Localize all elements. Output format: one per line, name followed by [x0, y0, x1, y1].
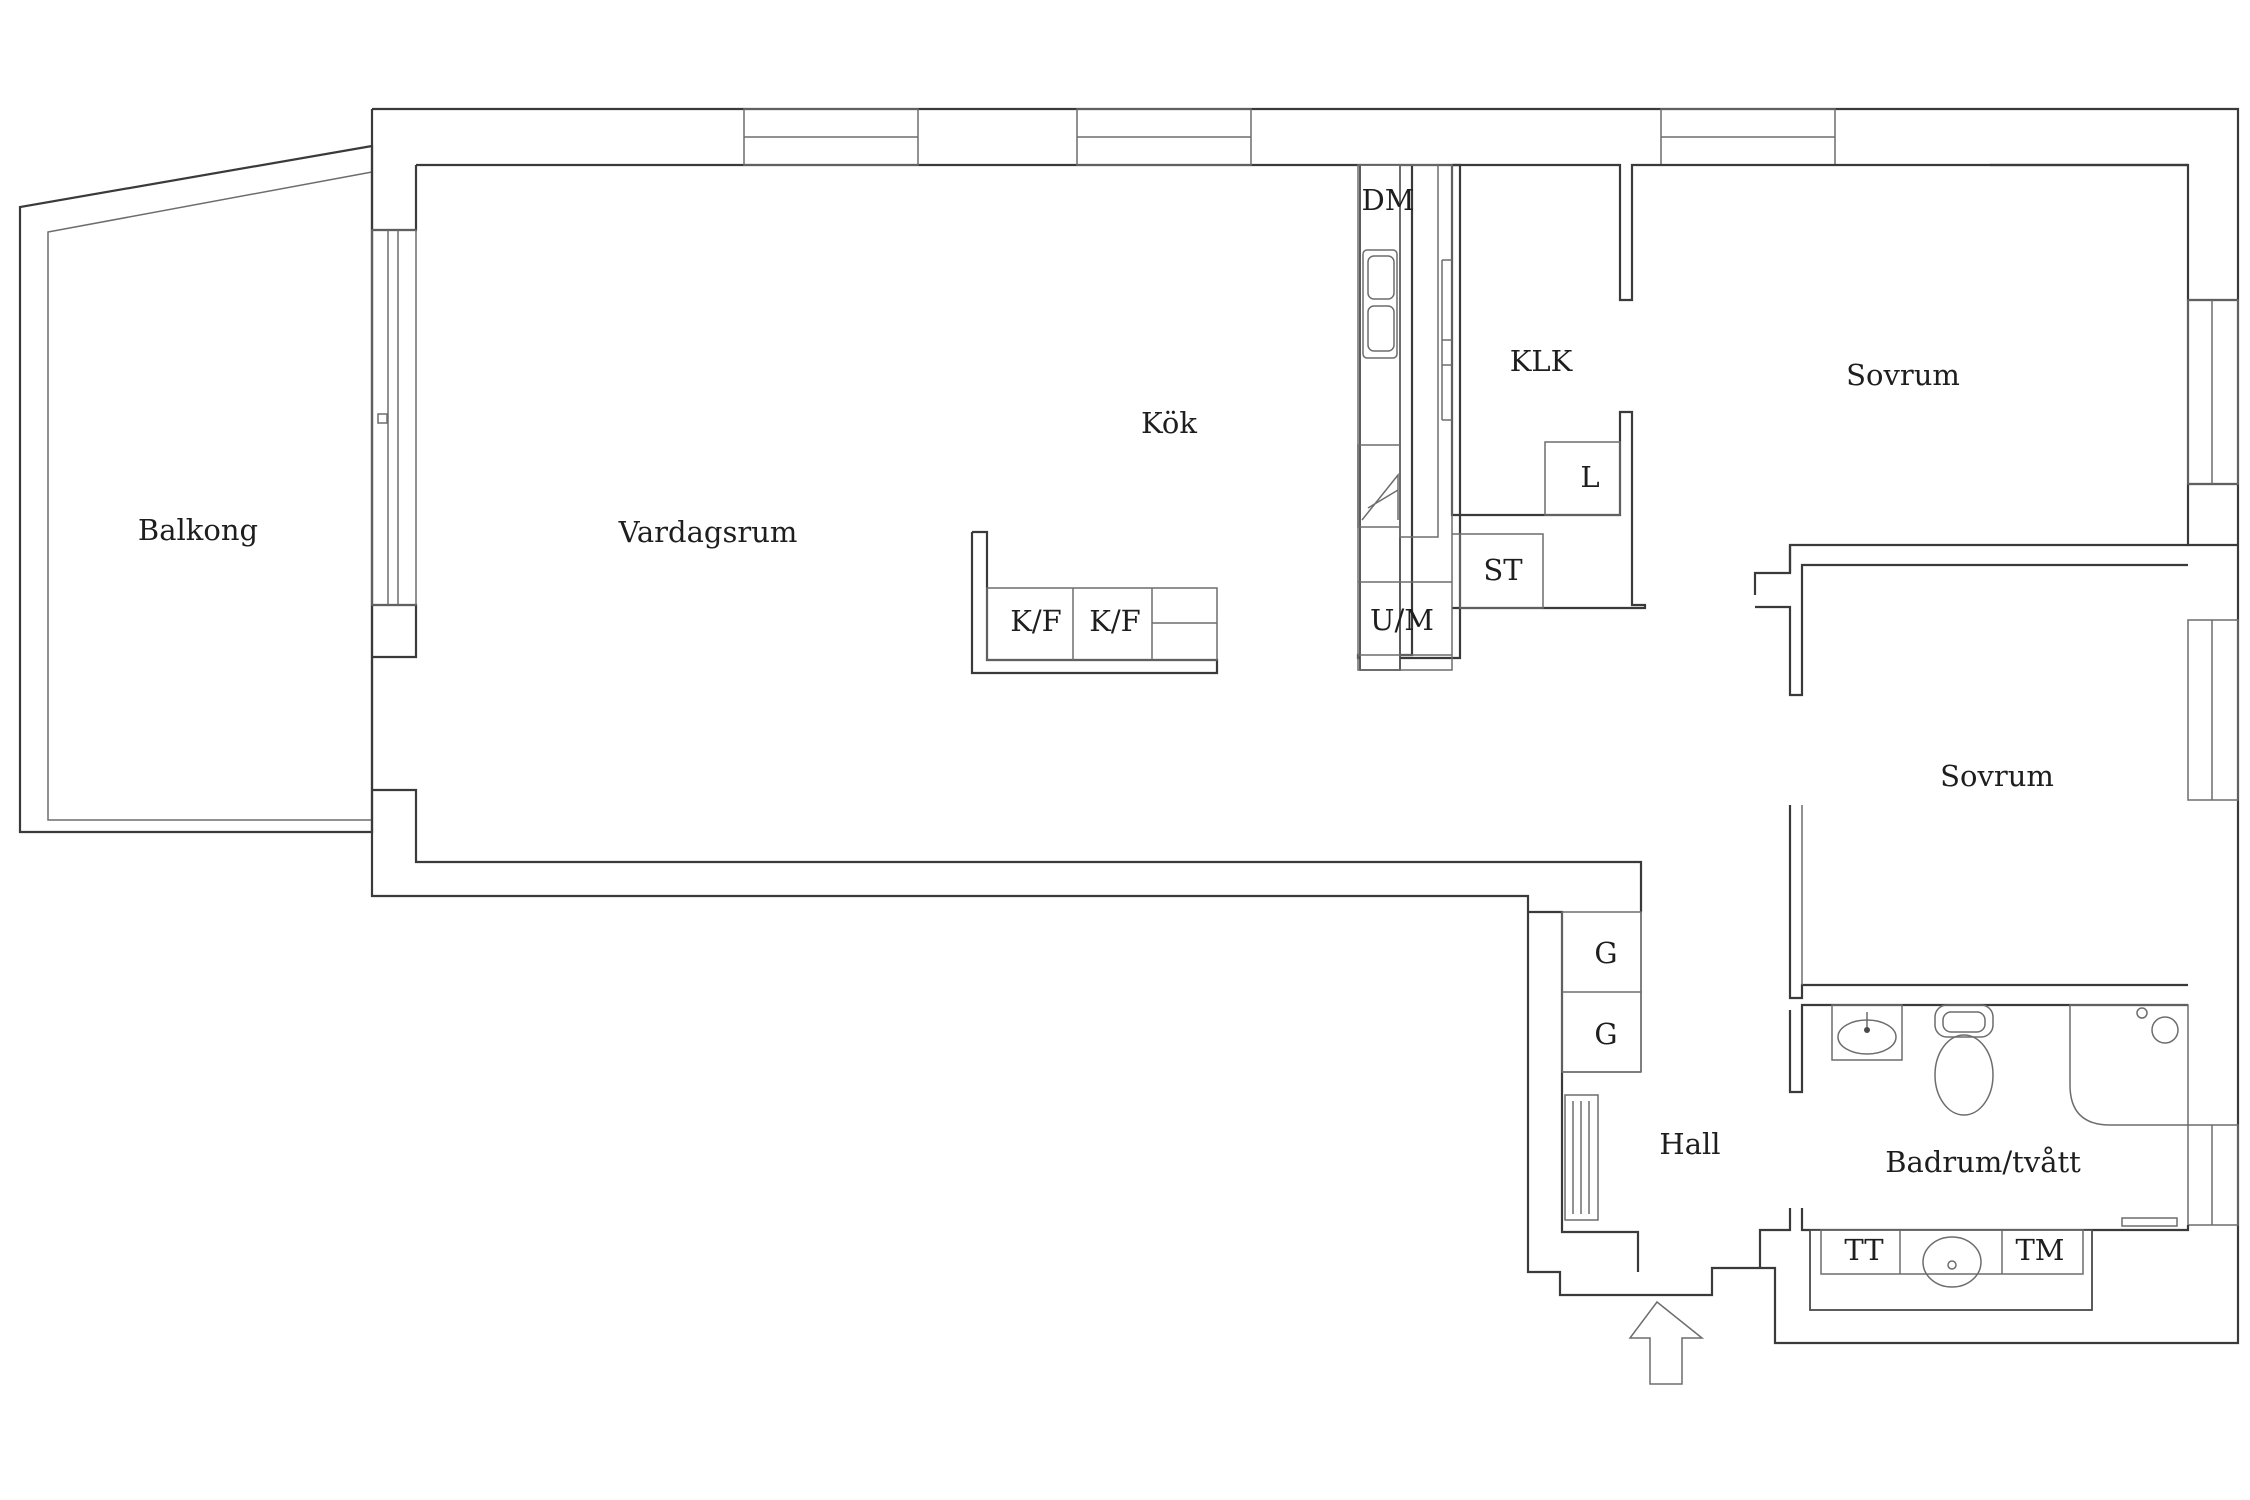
fixture-labels: DM U/M K/F K/F L ST G G TT TM	[1010, 183, 2064, 1267]
radiator-icon	[1564, 1094, 1599, 1221]
towel-rail	[2121, 1217, 2178, 1227]
room-label-hall: Hall	[1659, 1127, 1720, 1161]
dishwasher-icon	[1357, 444, 1401, 528]
hall-wardrobes	[1561, 911, 1642, 1073]
fixture-label-kf-2: K/F	[1089, 604, 1141, 638]
fixture-label-l: L	[1580, 460, 1599, 494]
sink-icon	[1362, 249, 1398, 359]
toilet-icon	[1934, 1004, 1994, 1116]
fixture-label-st: ST	[1483, 553, 1523, 587]
room-label-sovrum-1: Sovrum	[1846, 358, 1960, 392]
fixture-label-dm: DM	[1362, 183, 1415, 217]
kitchen-island	[970, 530, 1219, 675]
fixture-label-tt: TT	[1844, 1233, 1884, 1267]
windows	[371, 108, 2239, 1226]
fixture-label-g-1: G	[1594, 936, 1617, 970]
room-labels: Balkong Vardagsrum Kök KLK Sovrum Sovrum…	[138, 344, 2081, 1179]
laundry-counter	[1809, 1229, 2093, 1311]
fixture-label-g-2: G	[1594, 1017, 1617, 1051]
shower-icon	[2069, 1004, 2189, 1126]
interior-walls	[1441, 163, 2190, 1272]
fixture-label-kf-1: K/F	[1010, 604, 1062, 638]
washbasin-icon	[1922, 1236, 1982, 1288]
entrance-arrow-icon	[1628, 1300, 1705, 1385]
balcony	[18, 144, 374, 834]
room-label-vardagsrum: Vardagsrum	[618, 515, 798, 549]
room-label-sovrum-2: Sovrum	[1940, 759, 2054, 793]
room-label-klk: KLK	[1510, 344, 1574, 378]
fixture-label-um: U/M	[1370, 603, 1434, 637]
room-label-balkong: Balkong	[138, 513, 258, 547]
room-label-badrum: Badrum/tvått	[1885, 1145, 2081, 1179]
fixture-label-tm: TM	[2015, 1233, 2064, 1267]
kitchen-counter	[1357, 164, 1453, 671]
room-label-kok: Kök	[1141, 406, 1197, 440]
washbasin-icon	[1831, 1004, 1903, 1061]
